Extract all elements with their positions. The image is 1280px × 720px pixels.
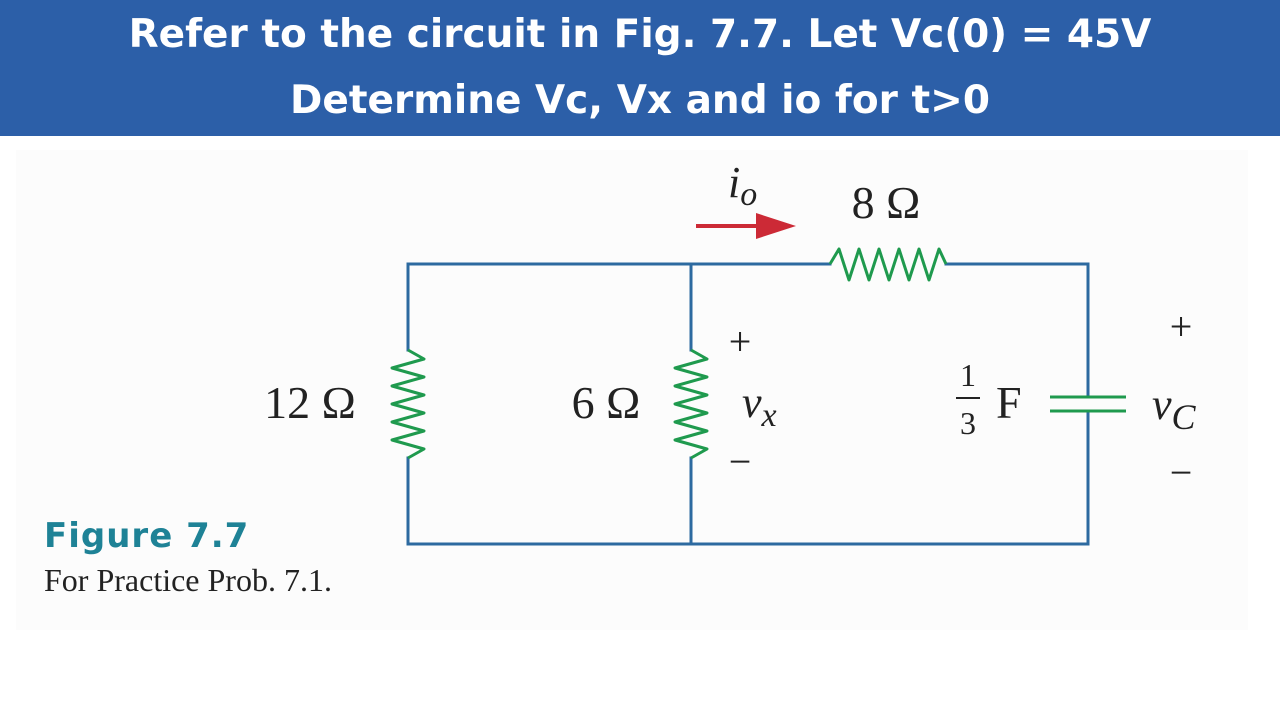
cap-value-numerator: 1 — [960, 357, 976, 393]
label-vc-sub: C — [1172, 397, 1197, 437]
cap-value-denominator: 3 — [960, 405, 976, 441]
resistor-8-ohm — [828, 247, 948, 282]
label-io: io — [728, 158, 757, 213]
label-io-sub: o — [740, 176, 757, 213]
resistor-12-ohm — [390, 348, 426, 460]
label-8-ohm: 8 Ω — [852, 177, 921, 228]
figure-panel — [16, 150, 1248, 630]
label-12-ohm: 12 Ω — [264, 377, 356, 428]
cap-value-unit: F — [996, 377, 1022, 428]
capacitor — [1050, 395, 1126, 413]
current-arrow-io — [696, 213, 796, 239]
vc-plus-sign: + — [1170, 304, 1193, 349]
label-vx: vx — [742, 378, 777, 434]
label-vc-main: v — [1152, 380, 1172, 429]
problem-statement-line-1: Refer to the circuit in Fig. 7.7. Let Vc… — [128, 12, 1152, 57]
label-vx-main: v — [742, 378, 762, 427]
resistor-6-ohm — [673, 348, 709, 460]
header-banner: Refer to the circuit in Fig. 7.7. Let Vc… — [0, 0, 1280, 136]
label-6-ohm: 6 Ω — [572, 377, 641, 428]
figure-title: Figure 7.7 — [44, 516, 250, 556]
vx-plus-sign: + — [729, 319, 752, 364]
vx-minus-sign: − — [729, 439, 752, 484]
figure-caption: For Practice Prob. 7.1. — [44, 562, 332, 598]
vc-minus-sign: − — [1170, 450, 1193, 495]
problem-statement-line-2: Determine Vc, Vx and io for t>0 — [290, 78, 990, 123]
label-vx-sub: x — [761, 397, 777, 434]
label-vc: vC — [1152, 380, 1197, 437]
label-io-main: i — [728, 158, 740, 207]
